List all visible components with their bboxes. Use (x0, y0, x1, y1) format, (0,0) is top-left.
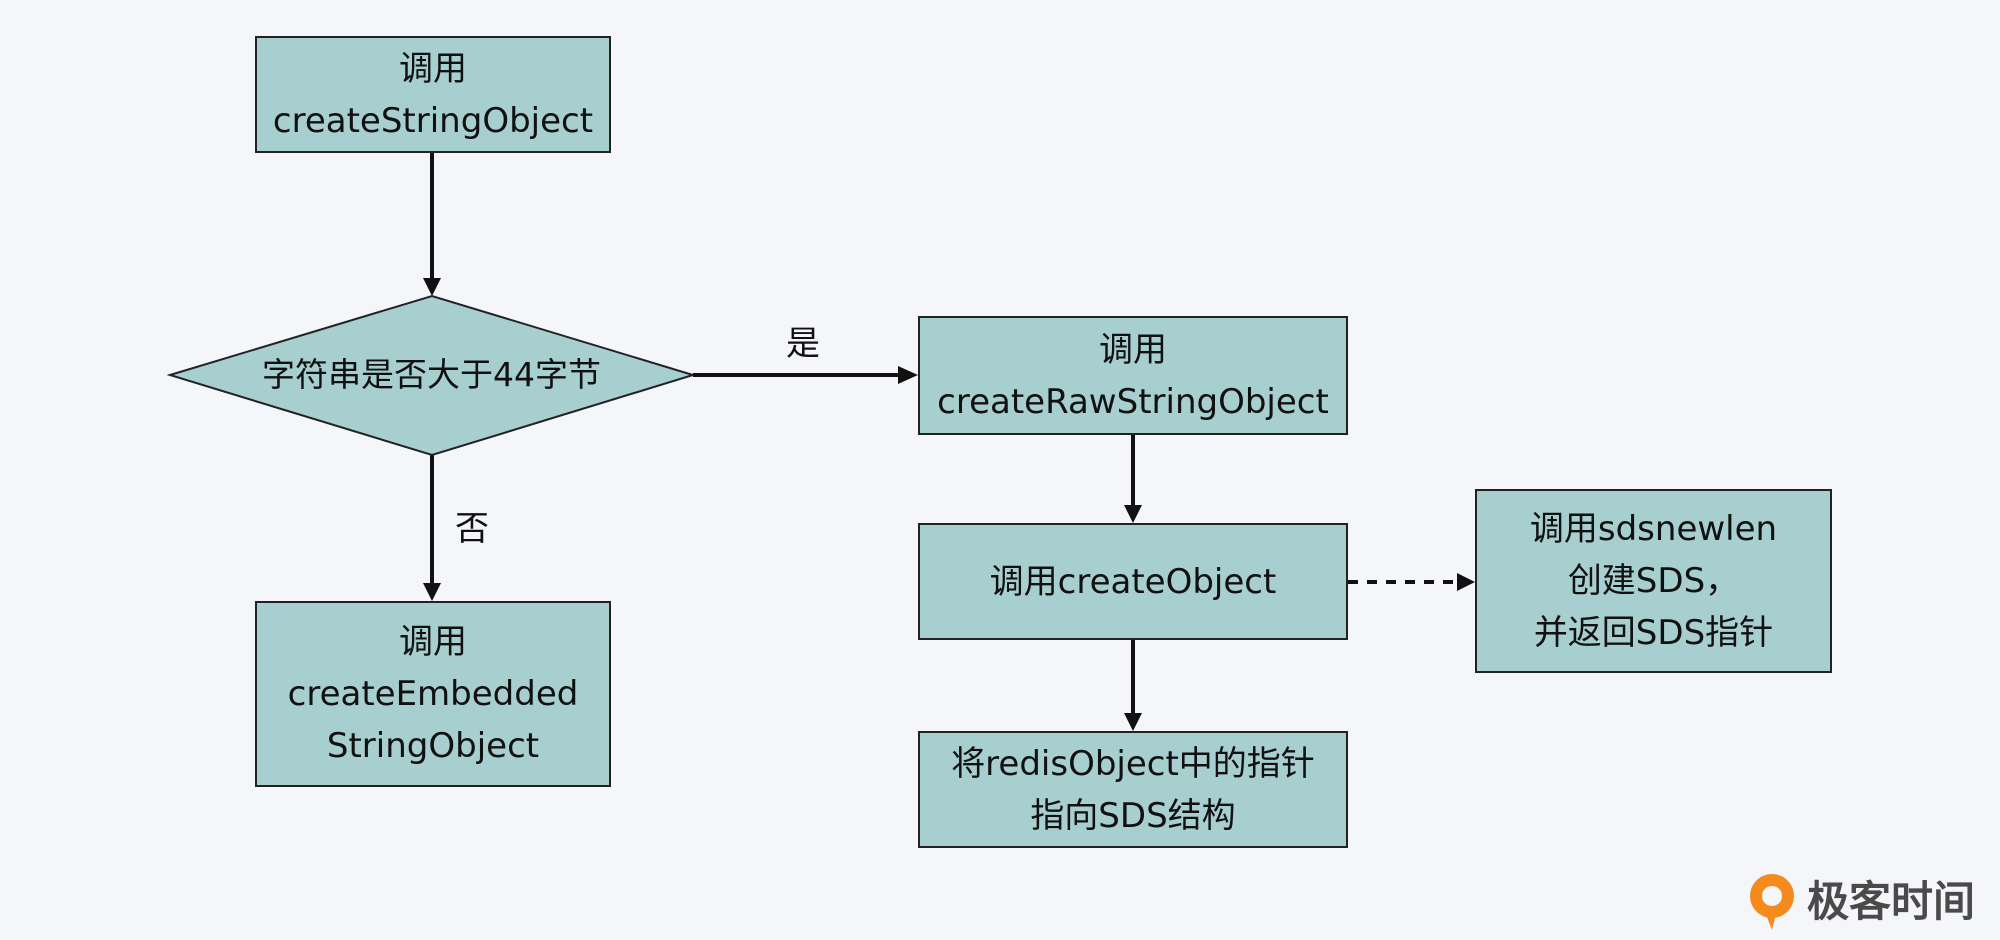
brand-name: 极客时间 (1807, 877, 1976, 926)
node-line: 调用sdsnewlen (1529, 509, 1778, 549)
arrow-decision-to-embedded (423, 455, 441, 601)
node-create-string-object: 调用 createStringObject (255, 36, 611, 153)
node-line: 调用createObject (989, 561, 1277, 602)
node-line: StringObject (326, 726, 540, 766)
node-line: 将redisObject中的指针 (951, 743, 1315, 784)
node-line: 并返回SDS指针 (1533, 613, 1774, 653)
arrow-decision-to-raw (693, 366, 918, 384)
node-sdsnewlen: 调用sdsnewlen 创建SDS， 并返回SDS指针 (1475, 489, 1832, 673)
node-line: 指向SDS结构 (1030, 795, 1236, 836)
node-line: createEmbedded (287, 674, 579, 714)
node-line: 调用 (399, 622, 467, 662)
geektime-logo-icon (1750, 874, 1794, 930)
arrow-raw-to-create-object (1124, 435, 1142, 523)
node-create-raw-string-object: 调用 createRawStringObject (918, 316, 1348, 435)
node-line: 调用 (1099, 329, 1167, 370)
node-line: createStringObject (272, 100, 594, 141)
arrow-create-object-to-pointer (1124, 640, 1142, 731)
node-create-embedded-string-object: 调用 createEmbedded StringObject (255, 601, 611, 787)
dashed-arrow-create-object-to-sdsnewlen (1348, 573, 1475, 591)
node-point-to-sds: 将redisObject中的指针 指向SDS结构 (918, 731, 1348, 848)
node-line: 调用 (399, 48, 467, 89)
brand-logo: 极客时间 (1745, 872, 1975, 932)
yes-label: 是 (786, 324, 820, 364)
decision-label: 字符串是否大于44字节 (262, 355, 601, 394)
node-create-object: 调用createObject (918, 523, 1348, 640)
node-line: 创建SDS， (1567, 561, 1740, 601)
arrow-start-to-decision (423, 153, 441, 296)
node-line: createRawStringObject (937, 381, 1329, 422)
no-label: 否 (455, 509, 489, 549)
